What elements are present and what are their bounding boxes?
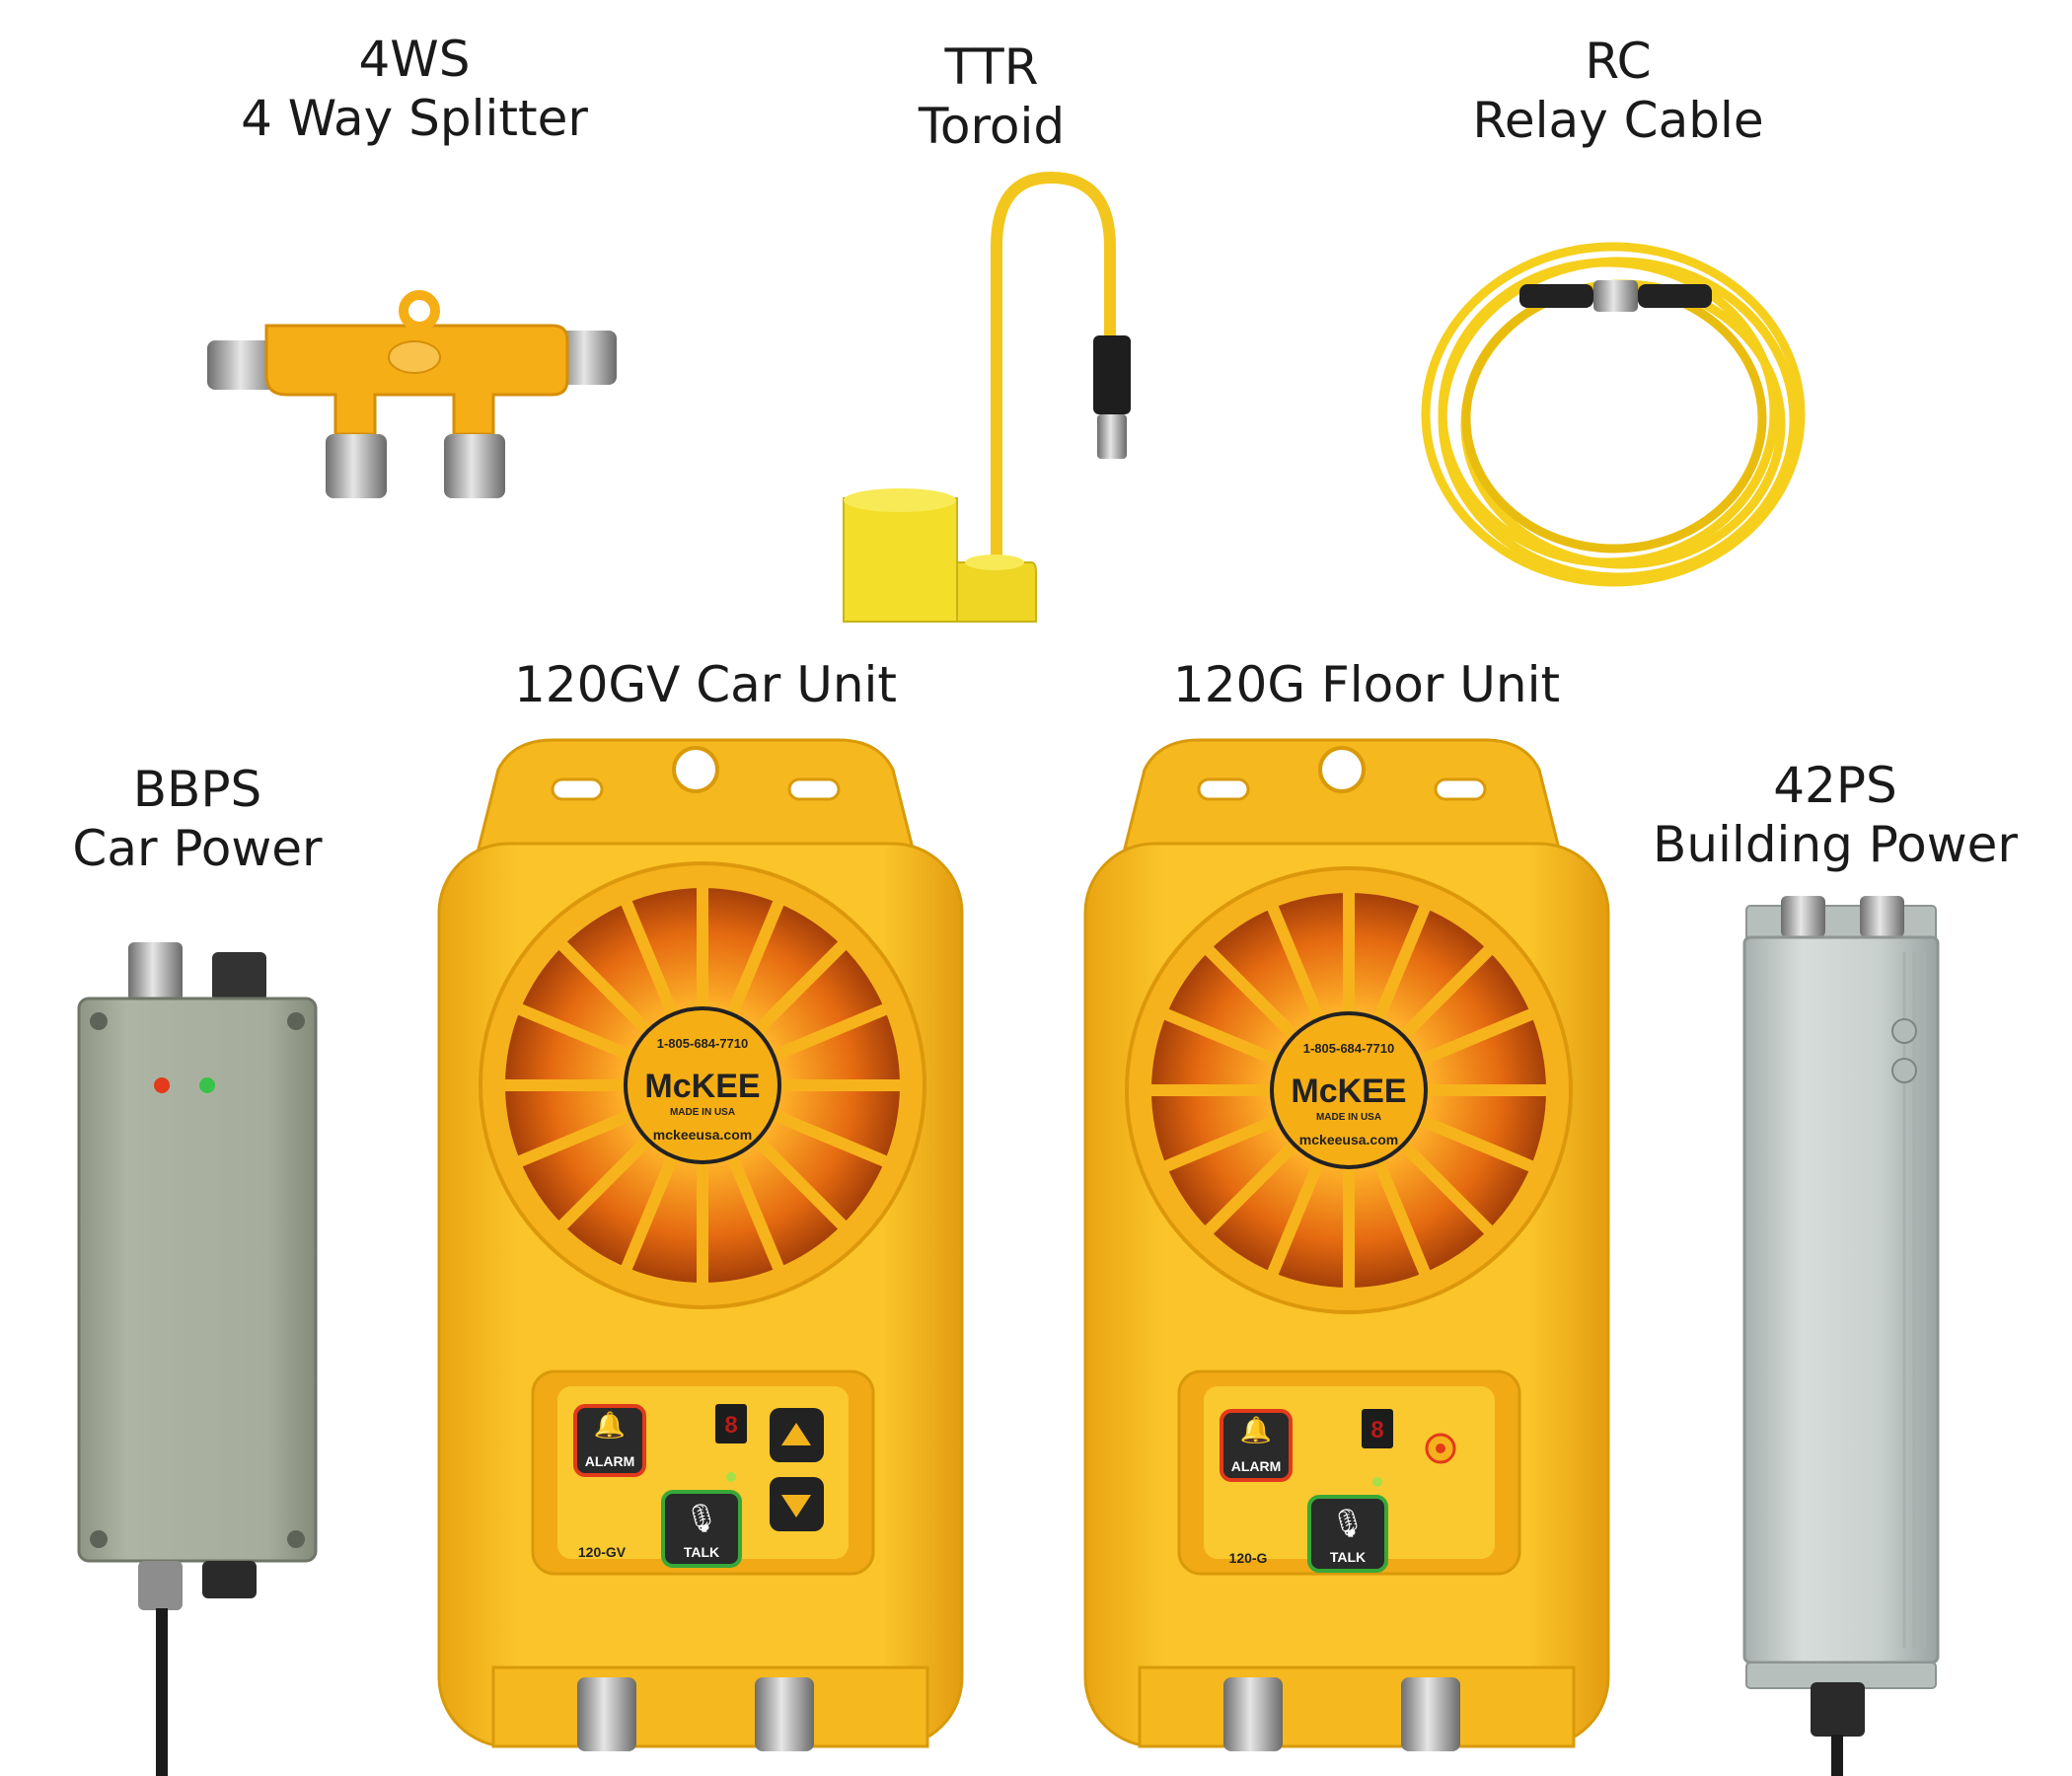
toroid-cable — [991, 171, 1116, 562]
relay-cable-connector-right — [1638, 284, 1712, 308]
svg-text:8: 8 — [724, 1412, 737, 1439]
floor-unit-brand: McKEE — [1291, 1073, 1406, 1110]
car-unit-connector-left — [577, 1677, 636, 1751]
car-unit-talk-button — [661, 1490, 742, 1568]
car-power-enclosure — [77, 997, 318, 1563]
building-power-42ps — [1742, 896, 1940, 1776]
floor-unit-alarm-label: ALARM — [1231, 1458, 1282, 1474]
label-42ps-code: 42PS — [1773, 757, 1897, 814]
car-unit-alarm-button — [573, 1404, 646, 1477]
splitter-body — [264, 324, 569, 436]
floor-unit-talk-button — [1307, 1495, 1388, 1573]
toroid-ttr — [843, 171, 1131, 623]
car-unit-mic-icon: 🎙 — [684, 1503, 719, 1533]
label-42ps-name: Building Power — [1653, 816, 2018, 873]
label-120g: 120G Floor Unit — [1159, 655, 1574, 714]
splitter-right-connector — [557, 331, 617, 385]
floor-unit-logo-badge — [1270, 1011, 1428, 1169]
splitter-4ws — [207, 290, 617, 498]
car-unit-bell-icon: 🔔 — [594, 1410, 626, 1440]
toroid-connector — [1093, 335, 1131, 414]
relay-cable-rc — [1421, 242, 1806, 587]
label-bbps-code: BBPS — [132, 761, 262, 818]
floor-unit-model: 120-G — [1229, 1550, 1268, 1566]
car-unit-logo-badge — [624, 1006, 781, 1164]
car-power-cable — [156, 1608, 168, 1776]
label-120gv-name: 120GV Car Unit — [513, 656, 898, 713]
car-unit-website: mckeeusa.com — [653, 1127, 752, 1143]
label-rc: RC Relay Cable — [1441, 32, 1796, 150]
splitter-left-connector — [207, 340, 281, 390]
label-ttr: TTR Toroid — [829, 37, 1154, 156]
car-unit-alarm-label: ALARM — [585, 1453, 635, 1469]
label-120gv: 120GV Car Unit — [498, 655, 913, 714]
label-4ws-code: 4WS — [358, 31, 471, 88]
label-42ps: 42PS Building Power — [1638, 756, 2033, 874]
floor-unit-connector-right — [1401, 1677, 1460, 1751]
car-power-green-led — [199, 1077, 215, 1093]
floor-unit-bell-icon: 🔔 — [1240, 1415, 1272, 1444]
car-power-bbps — [77, 942, 318, 1776]
floor-unit-website: mckeeusa.com — [1299, 1132, 1398, 1147]
relay-cable-connector-left — [1519, 284, 1593, 308]
toroid-core — [843, 497, 958, 623]
label-rc-code: RC — [1585, 33, 1652, 90]
splitter-bottom-connector-2 — [444, 434, 505, 498]
floor-unit-talk-label: TALK — [1330, 1549, 1366, 1565]
car-unit-phone: 1-805-684-7710 — [657, 1036, 749, 1051]
building-power-enclosure — [1742, 935, 1940, 1665]
car-unit-connector-right — [755, 1677, 814, 1751]
floor-unit-alarm-button — [1220, 1409, 1293, 1482]
label-4ws-name: 4 Way Splitter — [241, 90, 588, 147]
label-bbps: BBPS Car Power — [39, 760, 355, 878]
car-unit-made-in: MADE IN USA — [670, 1107, 735, 1118]
floor-unit-mic-icon: 🎙 — [1330, 1508, 1366, 1538]
floor-unit-display — [1362, 1409, 1393, 1448]
label-ttr-code: TTR — [944, 38, 1039, 96]
car-power-red-led — [154, 1077, 170, 1093]
label-rc-name: Relay Cable — [1472, 92, 1764, 149]
car-unit-brand: McKEE — [644, 1068, 760, 1105]
car-unit-120gv: 1-805-684-7710 McKEE MADE IN USA mckeeus… — [437, 738, 964, 1751]
label-120g-name: 120G Floor Unit — [1172, 656, 1561, 713]
floor-unit-connector-left — [1223, 1677, 1283, 1751]
car-unit-display — [715, 1404, 747, 1443]
building-power-cable — [1831, 1735, 1843, 1776]
svg-text:8: 8 — [1370, 1417, 1383, 1443]
label-4ws: 4WS 4 Way Splitter — [227, 30, 602, 148]
floor-unit-made-in: MADE IN USA — [1316, 1112, 1381, 1123]
car-unit-model: 120-GV — [578, 1544, 627, 1560]
floor-unit-phone: 1-805-684-7710 — [1303, 1041, 1395, 1056]
floor-unit-120g: 1-805-684-7710 McKEE MADE IN USA mckeeus… — [1083, 738, 1610, 1751]
car-unit-talk-label: TALK — [684, 1544, 719, 1560]
label-ttr-name: Toroid — [918, 98, 1066, 155]
label-bbps-name: Car Power — [72, 820, 323, 877]
splitter-bottom-connector-1 — [326, 434, 387, 498]
